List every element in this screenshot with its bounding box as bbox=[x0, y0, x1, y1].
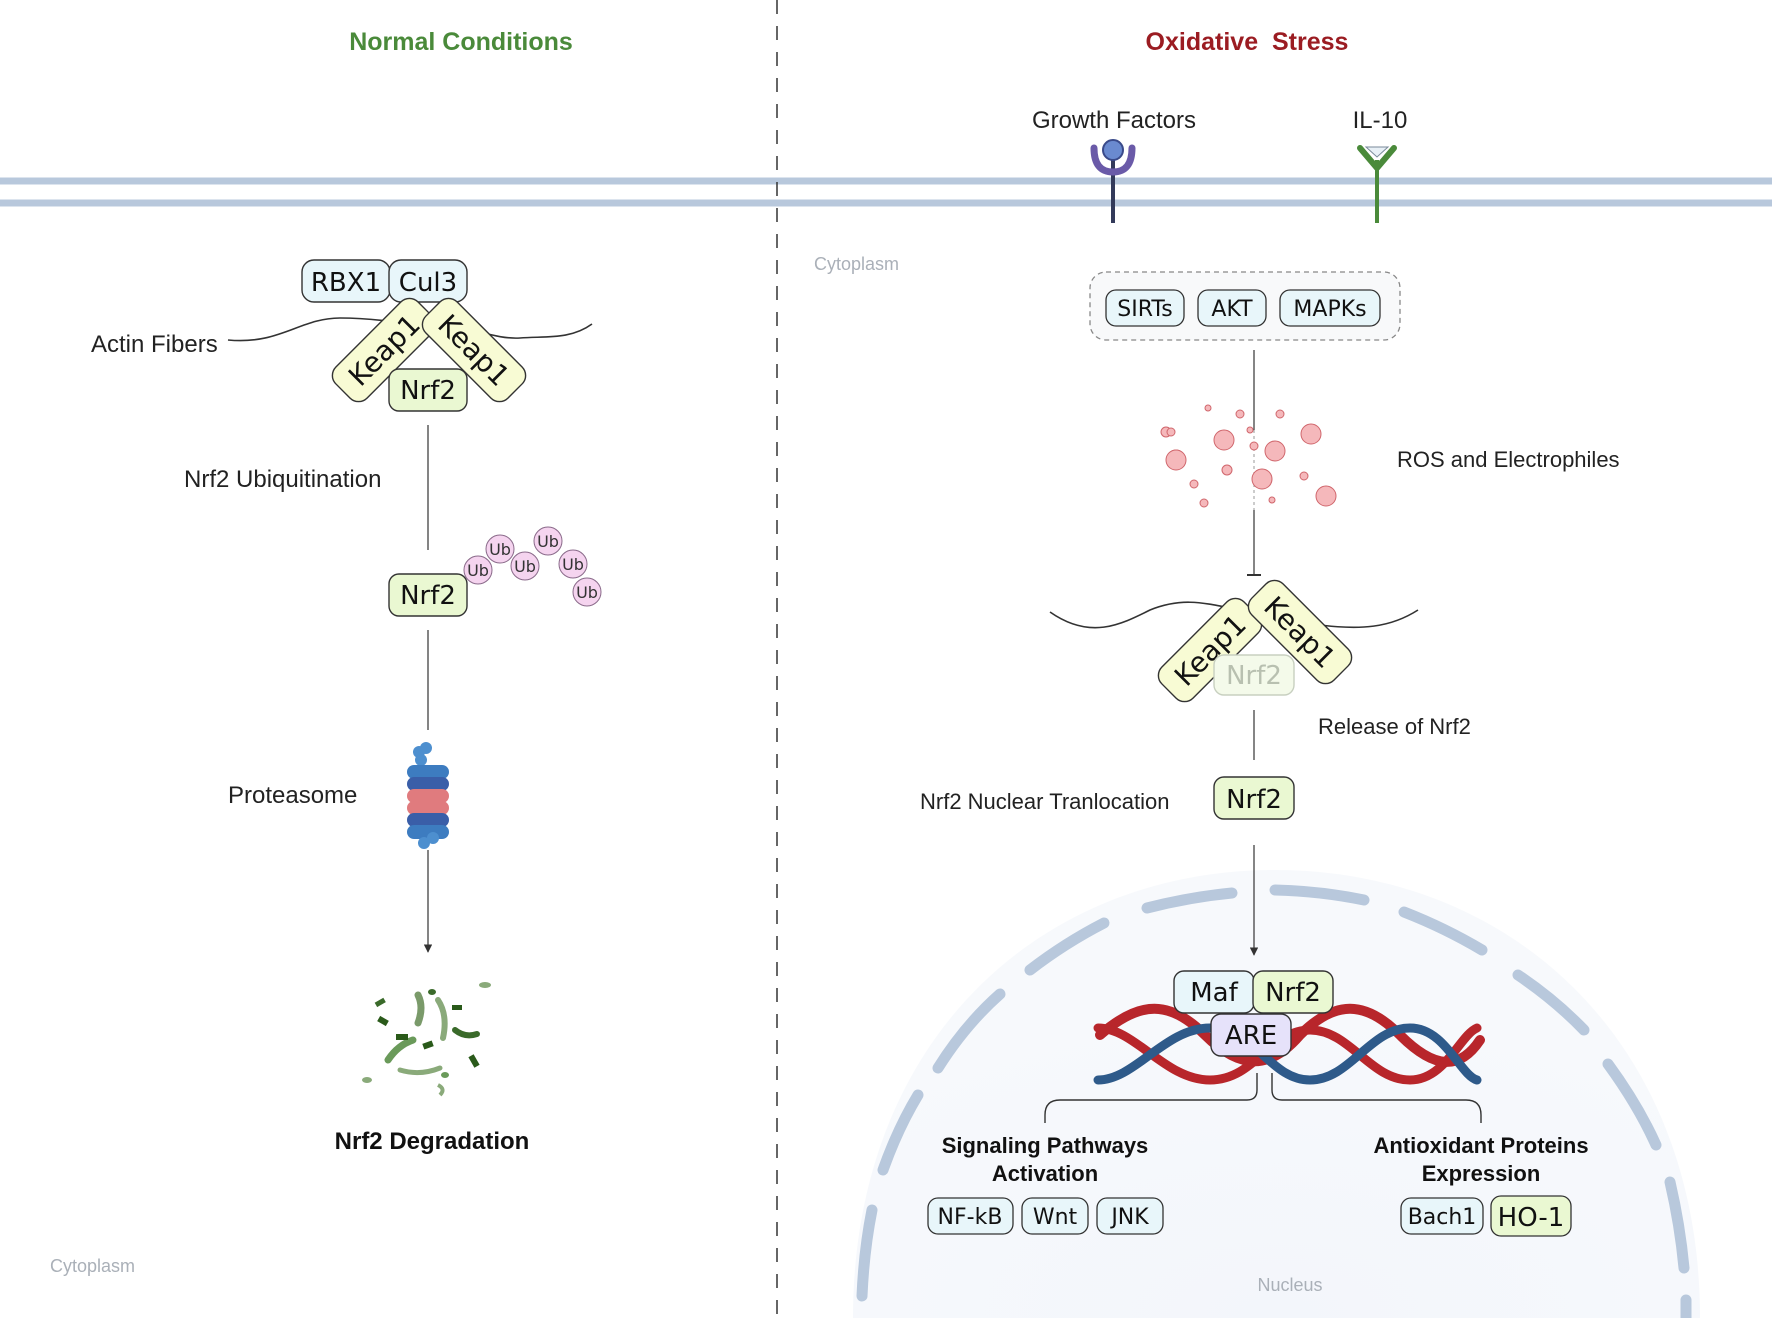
antioxidant-bracket bbox=[1271, 1073, 1482, 1123]
sirts-label: SIRTs bbox=[1117, 297, 1172, 322]
bach1-box bbox=[1400, 1197, 1484, 1235]
ho1-box bbox=[1490, 1195, 1572, 1237]
signaling-title-line1: Signaling Pathways bbox=[942, 1133, 1149, 1158]
ros-particles-icon bbox=[1160, 404, 1337, 508]
jnk-label: JNK bbox=[1109, 1205, 1149, 1230]
proteasome-label: Proteasome bbox=[228, 782, 357, 809]
rbx1-label: RBX1 bbox=[311, 268, 381, 298]
ubiquitination-label: Nrf2 Ubiquitination bbox=[184, 466, 381, 493]
nrf2-complex-label: Nrf2 bbox=[1265, 978, 1321, 1008]
akt-box bbox=[1197, 289, 1267, 327]
nrf2-bound-box bbox=[388, 368, 468, 412]
antioxidant-title-line2: Expression bbox=[1422, 1161, 1541, 1186]
normal-conditions-header: Normal Conditions bbox=[349, 28, 573, 56]
nfkb-box bbox=[927, 1197, 1014, 1235]
translocation-label: Nrf2 Nuclear Tranlocation bbox=[920, 789, 1169, 814]
nrf2-bound-label: Nrf2 bbox=[400, 376, 456, 406]
right-cytoplasm-label: Cytoplasm bbox=[814, 254, 899, 274]
oxidative-stress-header: Oxidative Stress bbox=[1146, 28, 1349, 56]
nrf2-ub-box bbox=[388, 573, 468, 617]
mapks-box bbox=[1279, 289, 1381, 327]
ho1-label: HO-1 bbox=[1498, 1203, 1565, 1233]
signaling-title-line2: Activation bbox=[992, 1161, 1098, 1186]
nrf2-ub-label: Nrf2 bbox=[400, 581, 456, 611]
il10-receptor-icon bbox=[1357, 145, 1397, 223]
maf-label: Maf bbox=[1190, 978, 1238, 1008]
sirts-box bbox=[1105, 289, 1185, 327]
ros-label: ROS and Electrophiles bbox=[1397, 447, 1620, 472]
cul3-label: Cul3 bbox=[399, 268, 457, 298]
mapks-label: MAPKs bbox=[1293, 297, 1366, 322]
degraded-fragments-icon bbox=[362, 982, 491, 1097]
wnt-label: Wnt bbox=[1033, 1205, 1078, 1230]
nrf2-complex-box bbox=[1252, 970, 1334, 1014]
growth-factor-receptor-icon bbox=[1090, 139, 1136, 223]
jnk-box bbox=[1096, 1197, 1164, 1235]
degradation-label: Nrf2 Degradation bbox=[335, 1128, 530, 1155]
dna-strands bbox=[1093, 1023, 1482, 1085]
nucleus-label: Nucleus bbox=[1257, 1275, 1322, 1295]
are-label: ARE bbox=[1225, 1021, 1277, 1051]
svg-text:Ub: Ub bbox=[489, 540, 511, 559]
proteasome-icon bbox=[407, 742, 449, 849]
ubiquitin-chain: Ub Ub Ub Ub Ub Ub bbox=[463, 526, 602, 607]
signaling-bracket bbox=[1044, 1073, 1258, 1123]
svg-text:Ub: Ub bbox=[562, 555, 584, 574]
growth-factors-label: Growth Factors bbox=[1032, 107, 1196, 134]
left-cytoplasm-label: Cytoplasm bbox=[50, 1256, 135, 1276]
svg-text:Ub: Ub bbox=[514, 557, 536, 576]
bach1-label: Bach1 bbox=[1408, 1205, 1477, 1230]
nrf2-free-label: Nrf2 bbox=[1226, 785, 1282, 815]
antioxidant-title-line1: Antioxidant Proteins bbox=[1373, 1133, 1588, 1158]
nfkb-label: NF-kB bbox=[938, 1205, 1003, 1230]
actin-fibers-label: Actin Fibers bbox=[91, 331, 218, 358]
akt-label: AKT bbox=[1211, 297, 1253, 322]
nrf2-free-box bbox=[1213, 776, 1295, 820]
svg-text:Ub: Ub bbox=[576, 583, 598, 602]
nrf2-faded-box bbox=[1213, 654, 1295, 696]
wnt-box bbox=[1021, 1197, 1089, 1235]
cul3-box bbox=[388, 259, 468, 303]
svg-text:Ub: Ub bbox=[537, 532, 559, 551]
svg-text:Ub: Ub bbox=[467, 561, 489, 580]
nrf2-faded-label: Nrf2 bbox=[1226, 661, 1282, 691]
release-label: Release of Nrf2 bbox=[1318, 714, 1471, 739]
cell-membrane bbox=[0, 177, 1772, 207]
il10-label: IL-10 bbox=[1353, 107, 1408, 134]
are-box bbox=[1210, 1013, 1292, 1057]
nucleus: Nucleus bbox=[853, 870, 1700, 1318]
